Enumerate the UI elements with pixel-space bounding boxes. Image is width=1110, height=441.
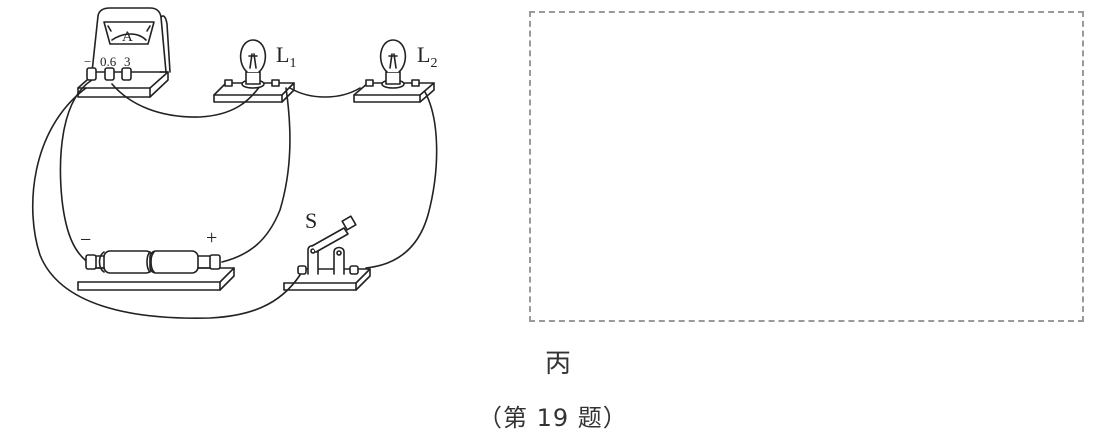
- ammeter-terminal-3: [121, 67, 132, 81]
- battery-negative-label: −: [80, 229, 91, 251]
- wire-l1-to-l2: [289, 87, 361, 98]
- wire-ammeter-to-switch-outer: [32, 87, 301, 319]
- wire-ammeter-3-to-l1: [111, 83, 261, 118]
- ammeter: [77, 7, 171, 98]
- ammeter-terminal-label-3: 3: [124, 54, 131, 69]
- lamp-l1: [213, 39, 295, 103]
- lamp-l2: [353, 39, 435, 103]
- battery-terminal-pos: [209, 254, 221, 270]
- switch-label: S: [305, 208, 317, 233]
- ammeter-dial-symbol: A: [122, 29, 133, 45]
- switch: [283, 215, 371, 291]
- ammeter-terminal-06: [104, 67, 115, 81]
- wire-l2-to-switch: [365, 91, 438, 269]
- lamp-l2-label: L2: [417, 42, 437, 71]
- ammeter-terminal-label-06: 0.6: [100, 54, 117, 69]
- question-number-label: （第 19 题）: [478, 404, 628, 432]
- wire-ammeter-neg-to-battery-neg: [59, 79, 93, 266]
- battery: [77, 250, 235, 291]
- answer-drawing-box: [529, 11, 1084, 322]
- figure-sub-label: 丙: [545, 349, 572, 379]
- lamp-l1-label: L1: [276, 42, 296, 71]
- battery-terminal-neg: [85, 254, 97, 270]
- wires: [32, 79, 438, 319]
- battery-positive-label: +: [206, 227, 217, 249]
- ammeter-terminal-neg: [86, 67, 97, 81]
- wire-l1-to-battery-pos: [221, 87, 291, 263]
- ammeter-terminal-label-neg: −: [84, 54, 91, 69]
